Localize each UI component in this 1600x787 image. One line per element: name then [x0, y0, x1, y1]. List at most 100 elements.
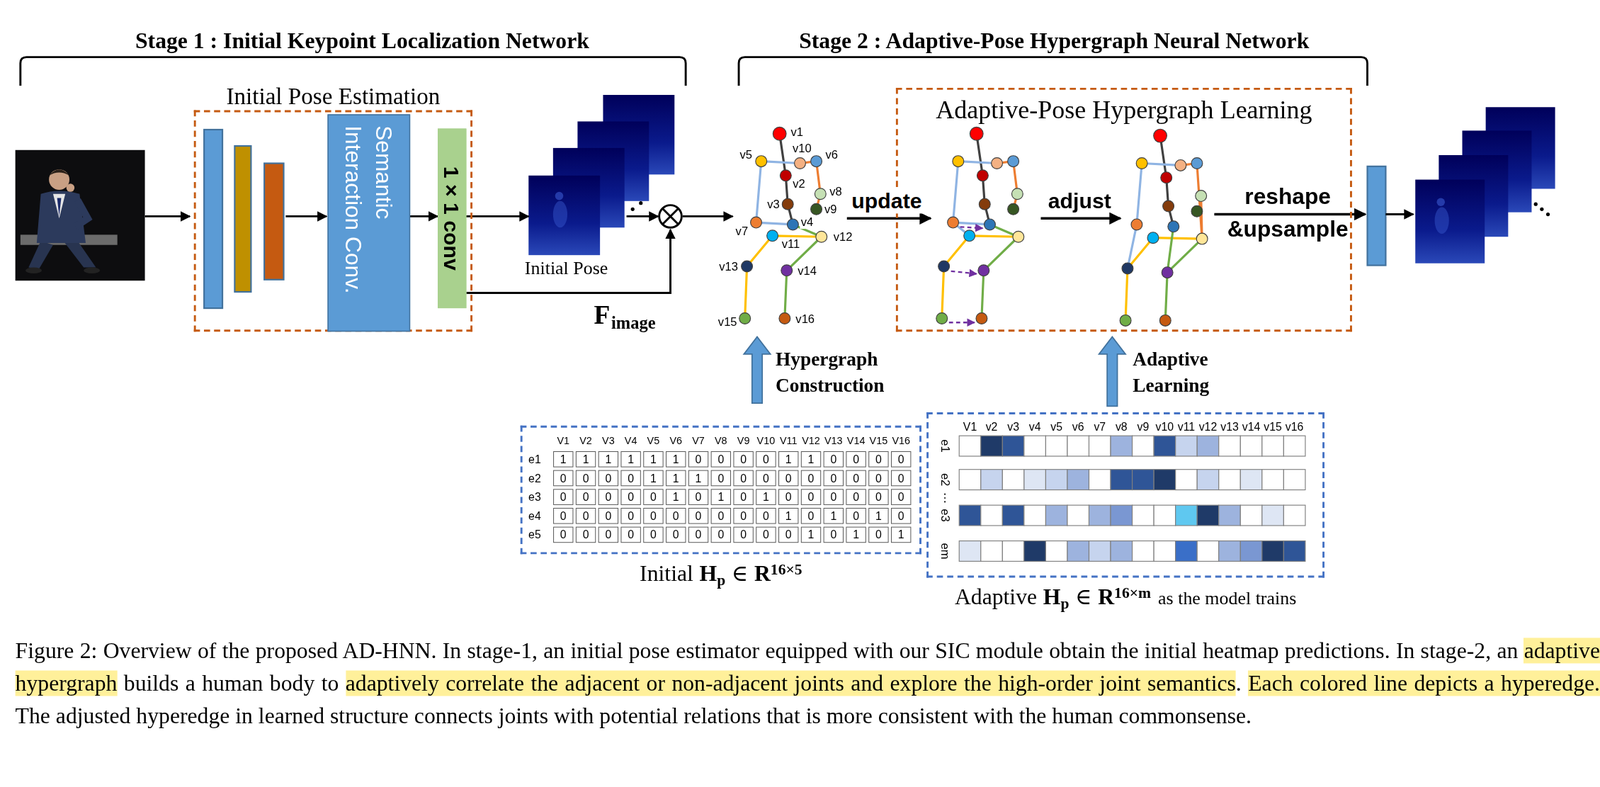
- table-cell: 1: [852, 528, 860, 542]
- matrix-cell: [823, 470, 843, 486]
- table-cell: 1: [785, 509, 792, 523]
- figure-part: [528, 175, 600, 255]
- matrix-cell: [621, 470, 641, 486]
- column-header: v15: [1263, 420, 1282, 433]
- figure-part: [63, 240, 96, 268]
- table-cell: 0: [604, 490, 612, 504]
- table-cell: 0: [627, 490, 634, 504]
- conv-layer-bar: [234, 145, 251, 292]
- joint-node: [739, 313, 751, 325]
- column-header: V6: [669, 434, 683, 447]
- joint-node: [936, 313, 948, 325]
- weight-cell: [1218, 541, 1241, 562]
- matrix-cell: [801, 489, 821, 506]
- figure-part: [638, 201, 643, 205]
- box-heading: Adaptive-Pose Hypergraph Learning: [935, 95, 1312, 125]
- matrix-cell: [779, 470, 799, 486]
- weight-cell: [1002, 469, 1025, 491]
- caption-part: R: [1097, 583, 1115, 610]
- image-caption: Initial Pose: [524, 257, 608, 280]
- hyperedge-line: [942, 266, 945, 319]
- matrix-cell: [733, 507, 753, 524]
- matrix-cell: [846, 489, 866, 506]
- row-header: e5: [528, 528, 542, 542]
- matrix-cell: [823, 526, 843, 543]
- weight-cell: [1262, 505, 1285, 526]
- table-cell: 0: [627, 509, 634, 523]
- joint-label: v11: [780, 238, 801, 251]
- column-header: v13: [1220, 420, 1239, 433]
- weight-cell: [1089, 505, 1112, 526]
- figure-part: [1436, 197, 1445, 207]
- table-cell: 0: [808, 471, 815, 485]
- weight-cell: [1089, 435, 1112, 457]
- figure-part: [555, 191, 564, 201]
- hyperedge-line: [1167, 226, 1174, 273]
- heatmap-stack: Initial Pose: [528, 94, 675, 281]
- weight-cell: [1002, 541, 1025, 562]
- joint-node: [976, 313, 988, 325]
- figure-part: [28, 240, 54, 270]
- joint-node: [1011, 188, 1023, 200]
- hyperedge-line: [1125, 268, 1128, 321]
- matrix-cell: [846, 451, 866, 468]
- table-cell: 0: [717, 509, 724, 523]
- weight-cell: [1175, 469, 1198, 491]
- caption-part: p: [716, 571, 726, 588]
- table-cell: 0: [650, 509, 657, 523]
- table-cell: 1: [672, 490, 680, 504]
- table-cell: 0: [898, 452, 905, 466]
- column-header: V8: [714, 434, 728, 447]
- matrix-cell: [846, 470, 866, 486]
- feature-symbol: F: [594, 300, 611, 331]
- table-cell: 0: [560, 490, 567, 504]
- table-cell: 1: [808, 528, 815, 542]
- row-header: e2: [938, 473, 952, 486]
- figure-part: [1539, 207, 1544, 212]
- column-header: v7: [1093, 420, 1106, 433]
- weight-cell: [1196, 505, 1219, 526]
- joint-node: [781, 198, 794, 210]
- table-cell: 0: [762, 528, 770, 542]
- table-cell: 1: [830, 509, 837, 523]
- weight-cell: [1283, 469, 1306, 491]
- matrix-cell: [801, 507, 821, 524]
- matrix-cell: [621, 507, 641, 524]
- figure-part: [662, 208, 678, 224]
- flow-arrow: [682, 215, 734, 218]
- joint-node: [976, 169, 989, 182]
- text-highlight: [1524, 637, 1600, 663]
- row-header: ⋯: [938, 492, 952, 505]
- table-cell: 1: [785, 452, 792, 466]
- weight-cell: [1153, 469, 1176, 491]
- module-box: Adaptive-Pose Hypergraph Learning: [895, 87, 1353, 332]
- matrix-cell: [688, 507, 708, 524]
- table-cell: 1: [808, 452, 815, 466]
- matrix-cell: [621, 489, 641, 506]
- table-cell: 0: [808, 509, 815, 523]
- row-header: e4: [528, 509, 542, 523]
- hyperedge-line: [983, 236, 1019, 271]
- figure-caption: Figure 2: Overview of the proposed AD-HN…: [15, 634, 1600, 733]
- weight-cell: [1283, 541, 1306, 562]
- table-cell: 0: [695, 528, 702, 542]
- table-cell: 0: [875, 452, 882, 466]
- weight-cell: [1067, 505, 1090, 526]
- joint-node: [1160, 172, 1173, 184]
- box-heading: Initial Pose Estimation: [225, 83, 440, 111]
- weight-cell: [1262, 435, 1285, 457]
- text-highlight: [1247, 670, 1600, 697]
- joint-node: [978, 264, 990, 277]
- matrix-cell: [553, 451, 573, 468]
- matrix-cell: [711, 451, 731, 468]
- column-header: v16: [1285, 420, 1304, 433]
- joint-node: [1121, 262, 1134, 275]
- figure-part: [36, 190, 86, 243]
- table-cell: 1: [560, 452, 567, 466]
- weight-cell: [980, 469, 1003, 491]
- joint-node: [741, 260, 753, 272]
- weight-cell: [1089, 469, 1112, 491]
- table-cell: 0: [717, 471, 724, 485]
- table-cell: 0: [852, 452, 860, 466]
- joint-node: [1153, 128, 1168, 143]
